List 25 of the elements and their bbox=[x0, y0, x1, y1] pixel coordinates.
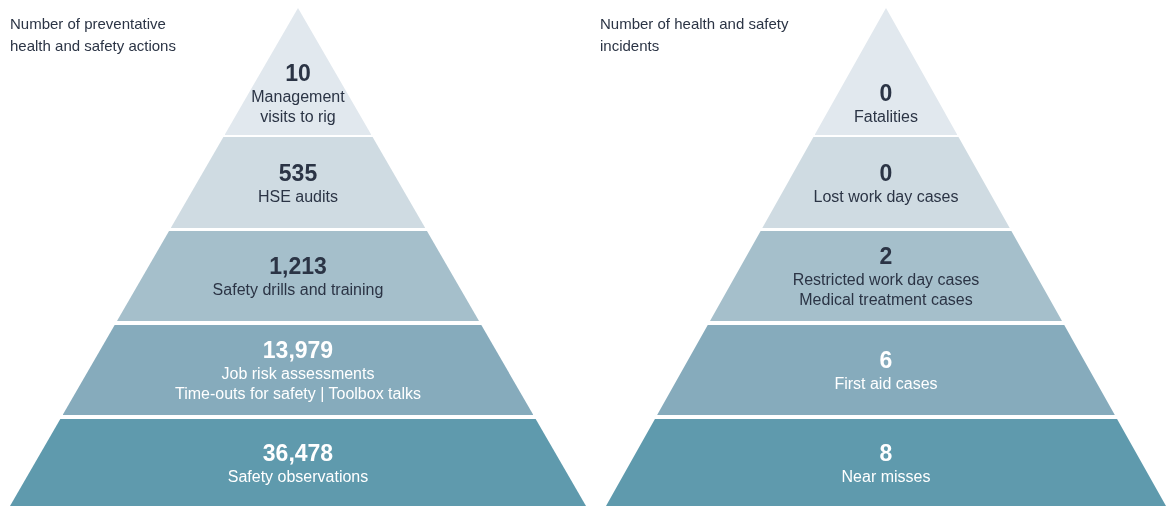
tier-label: Lost work day cases bbox=[813, 186, 959, 207]
tier-label: Management visits to rig bbox=[250, 87, 346, 127]
tier-label: First aid cases bbox=[834, 374, 938, 394]
tier-count: 1,213 bbox=[269, 252, 327, 280]
tier-count: 8 bbox=[879, 438, 893, 467]
pyramid-tier bbox=[606, 419, 1166, 506]
tier-count: 535 bbox=[278, 158, 318, 187]
tier-label: Medical treatment cases bbox=[799, 290, 973, 310]
tier-count: 13,979 bbox=[262, 336, 334, 364]
tier-count: 2 bbox=[879, 242, 893, 270]
pyramid-heading: Number of health and safety incidents bbox=[600, 14, 790, 56]
tier-label: Job risk assessments bbox=[221, 364, 375, 384]
tier-count: 6 bbox=[879, 346, 893, 374]
tier-label: Near misses bbox=[841, 466, 931, 487]
tier-count: 10 bbox=[285, 59, 311, 87]
tier-count: 36,478 bbox=[262, 438, 334, 467]
tier-count: 0 bbox=[879, 79, 893, 107]
tier-label: HSE audits bbox=[257, 186, 338, 207]
tier-count: 0 bbox=[879, 158, 893, 187]
tier-label: Restricted work day cases bbox=[792, 270, 980, 290]
tier-label: Fatalities bbox=[853, 107, 918, 127]
tier-label: Safety observations bbox=[227, 466, 369, 487]
tier-label: Time-outs for safety | Toolbox talks bbox=[174, 384, 421, 404]
tier-label: Safety drills and training bbox=[212, 280, 384, 300]
pyramid-heading: Number of preventative health and safety actions bbox=[10, 14, 177, 56]
